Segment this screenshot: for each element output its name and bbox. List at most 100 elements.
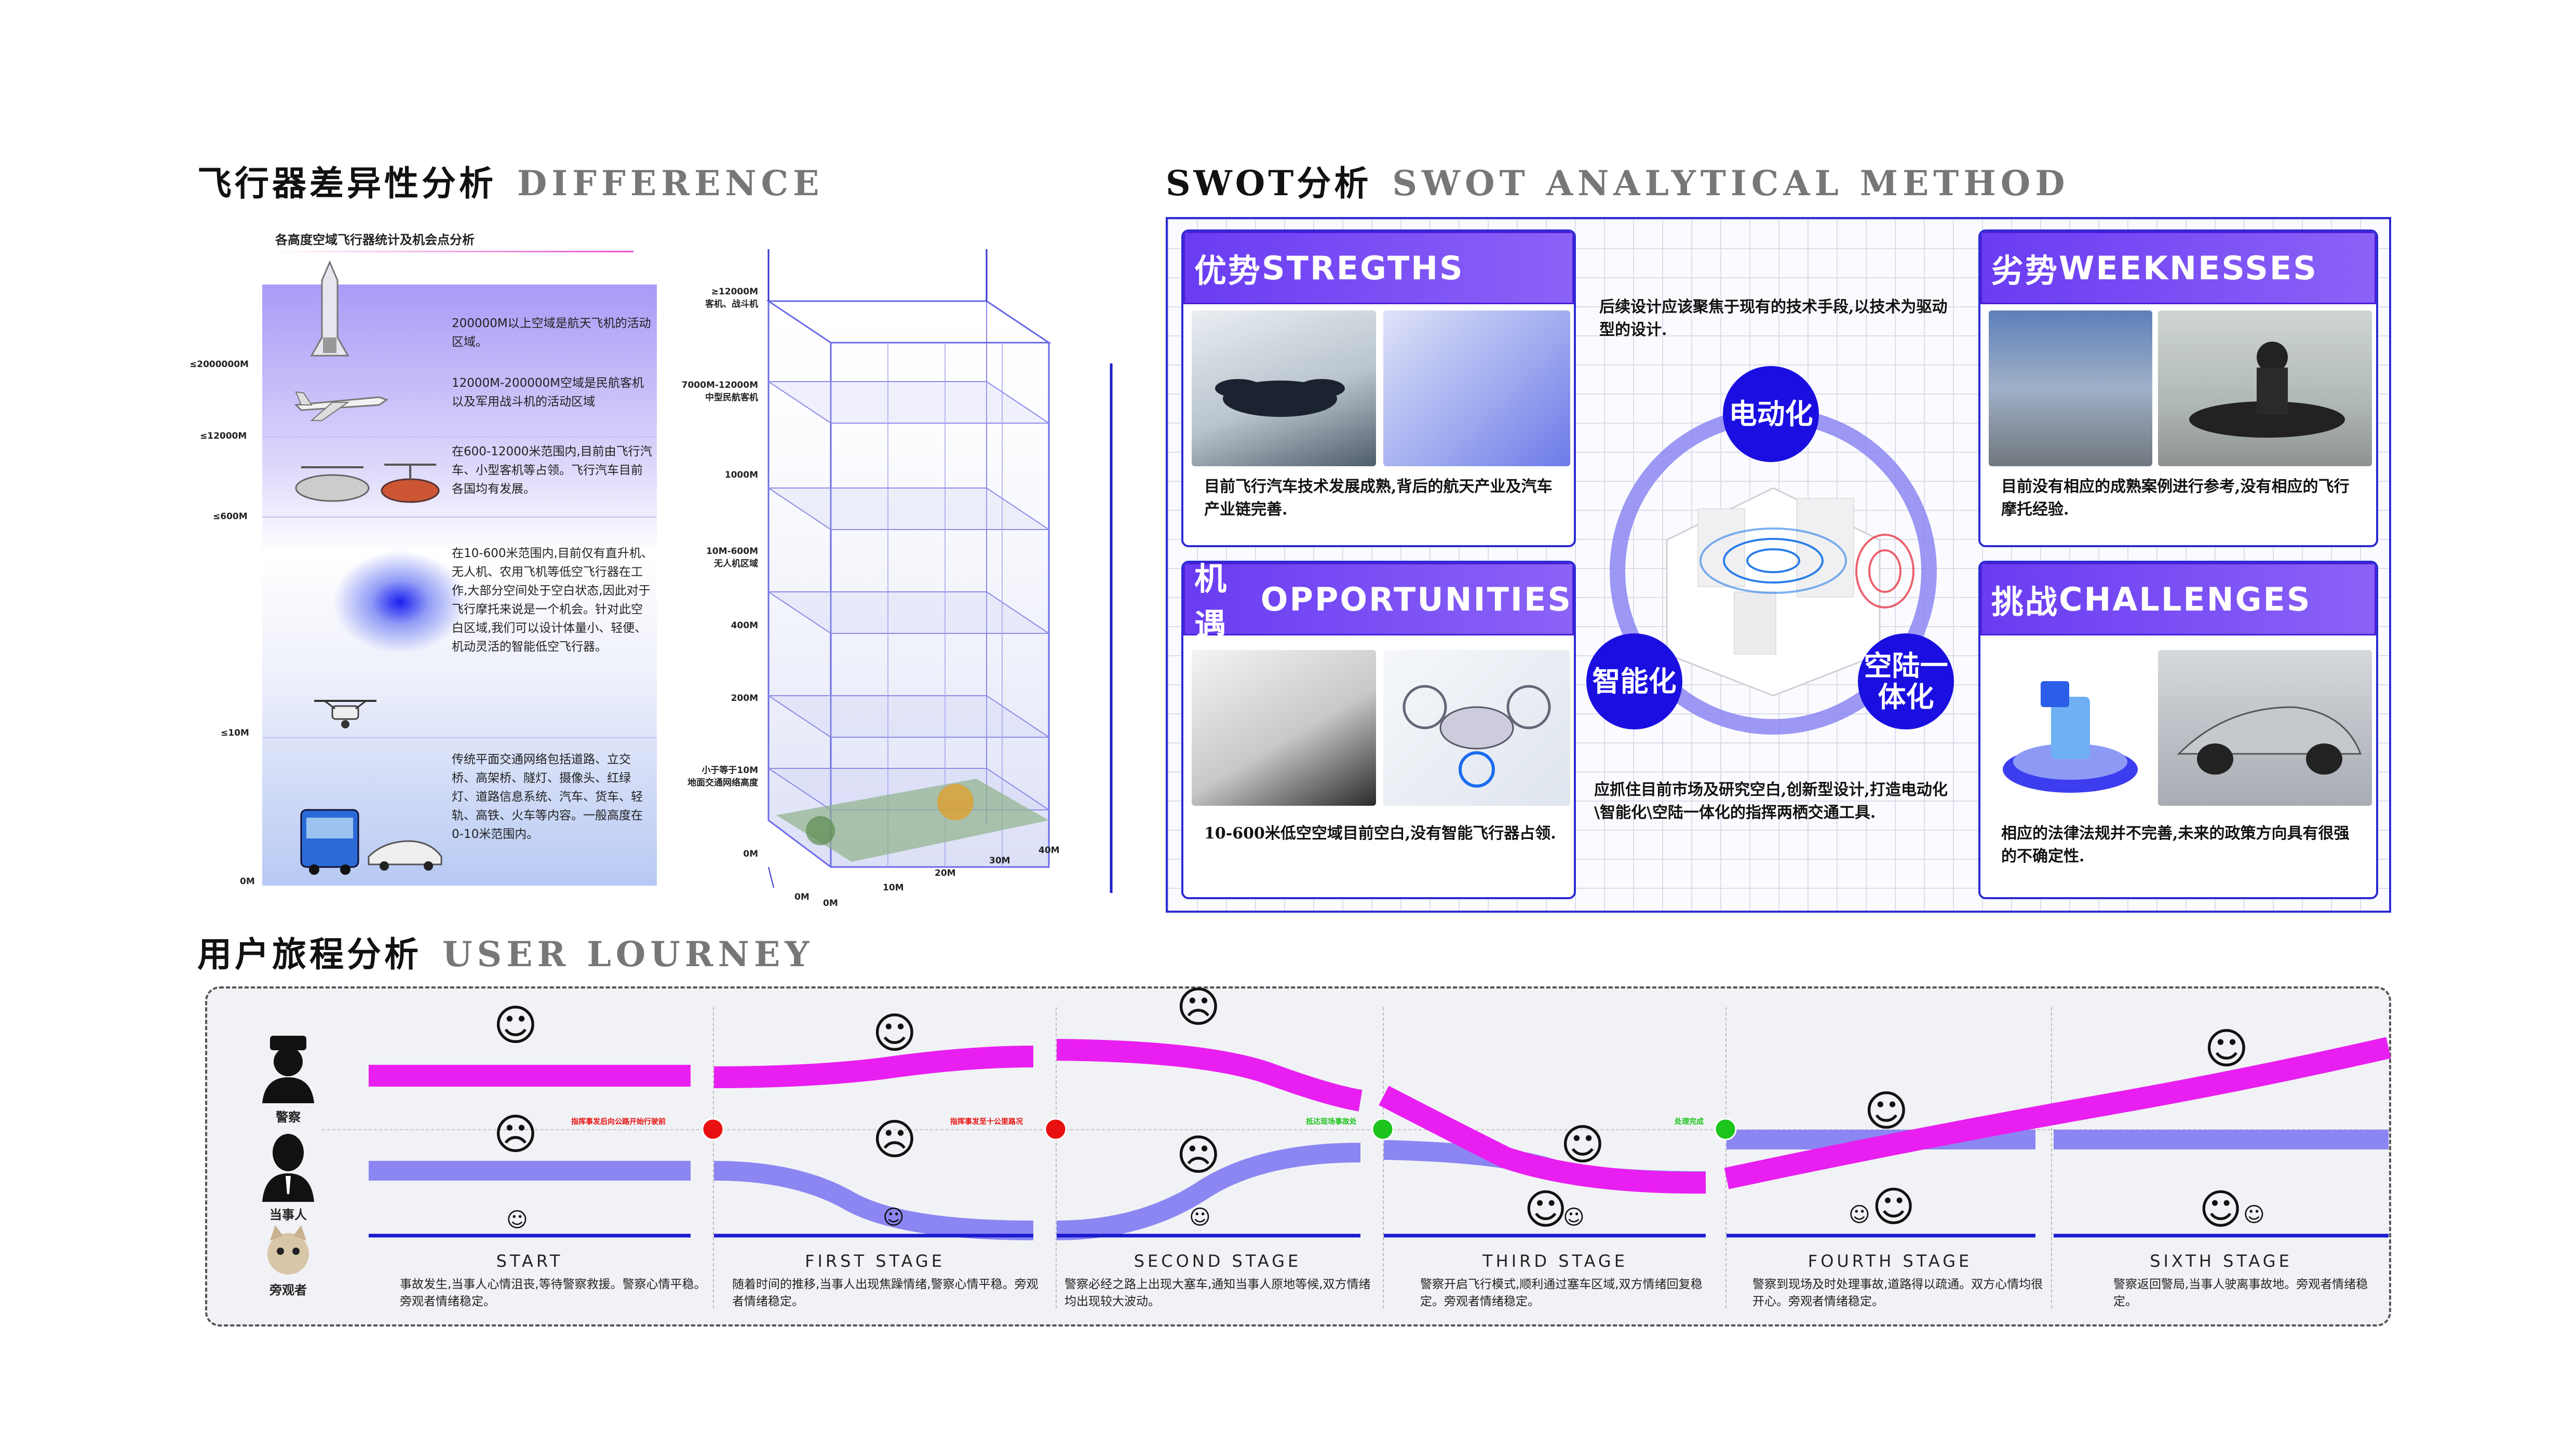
stage-label: THIRD STAGE bbox=[1482, 1251, 1628, 1271]
electrification-node: 电动化 bbox=[1723, 366, 1819, 462]
drone-icon bbox=[314, 700, 376, 728]
stage-divider bbox=[1056, 1007, 1057, 1308]
difference-title-en: DIFFERENCE bbox=[517, 163, 824, 204]
neutral-face-icon: ☺ bbox=[1864, 1087, 1909, 1136]
journey-title-cn: 用户旅程分析 bbox=[197, 934, 422, 974]
band-text-space: 200000M以上空域是航天飞机的活动区域。 bbox=[452, 317, 651, 349]
opportunities-text: 10-600米低空空域目前空白,没有智能飞行器占领. bbox=[1204, 824, 1556, 843]
role-label-observer: 旁观者 bbox=[269, 1283, 307, 1297]
future-city-photo bbox=[1383, 310, 1570, 466]
sad-face-icon: ☹ bbox=[872, 1115, 917, 1164]
swot-title: SWOT分析 SWOT ANALYTICAL METHOD bbox=[1166, 156, 2069, 206]
stage-description: 警察到现场及时处理事故,道路得以疏通。双方心情均很开心。旁观者情绪稳定。 bbox=[1752, 1278, 2043, 1308]
small-face-icon: ☺ bbox=[2243, 1203, 2265, 1227]
strengths-text: 目前飞行汽车技术发展成熟,背后的航天产业及汽车产业链完善. bbox=[1204, 478, 1553, 519]
base-tick: 0M bbox=[823, 898, 838, 909]
law-podium-icon bbox=[1989, 650, 2152, 806]
ground-vehicles-icon bbox=[300, 809, 442, 875]
swot-center-bottom-text: 应抓住目前市场及研究空白,创新型设计,打造电动化\智能化\空陆一体化的指挥两栖交… bbox=[1594, 781, 1948, 822]
altitude-tick: 0M bbox=[240, 876, 255, 887]
journey-title-en: USER LOURNEY bbox=[442, 934, 814, 974]
weaknesses-text: 目前没有相应的成熟案例进行参考,没有相应的飞行摩托经验. bbox=[2001, 478, 2350, 519]
event-label: 指挥事发至十公里路况 bbox=[950, 1118, 1023, 1126]
event-label: 指挥事发后向公路开始行驶前 bbox=[571, 1118, 666, 1126]
small-face-icon: ☺ bbox=[1189, 1206, 1211, 1229]
vehicle-detail-photo bbox=[1192, 650, 1376, 806]
altitude-tick: ≤10M bbox=[221, 728, 249, 738]
neutral-face-icon: ☺ bbox=[493, 1001, 538, 1050]
band-text-low-altitude: 在10-600米范围内,目前仅有直升机、无人机、农用飞机等低空飞行器在工作,大部… bbox=[452, 547, 653, 654]
role-label-party: 当事人 bbox=[269, 1208, 307, 1222]
altitude-tick: ≤600M bbox=[213, 511, 248, 522]
small-face-icon: ☺ bbox=[883, 1206, 905, 1229]
band-divider bbox=[262, 370, 657, 371]
opportunity-glow bbox=[332, 550, 467, 654]
small-face-icon: ☺ bbox=[1849, 1203, 1870, 1227]
difference-title-cn: 飞行器差异性分析 bbox=[197, 163, 496, 204]
stage-label: SIXTH STAGE bbox=[2150, 1251, 2292, 1271]
altitude-tick: ≤12000M bbox=[200, 431, 247, 441]
stage-description: 随着时间的推移,当事人出现焦躁情绪,警察心情平稳。旁观者情绪稳定。 bbox=[732, 1278, 1039, 1308]
band-divider bbox=[262, 517, 657, 518]
swot-center-diagram bbox=[1610, 408, 1937, 735]
neutral-face-icon: ☺ bbox=[872, 1009, 917, 1058]
sad-face-icon: ☹ bbox=[1176, 983, 1221, 1032]
tower-label: 0M bbox=[743, 849, 758, 859]
altitude-tower-diagram bbox=[766, 249, 1113, 893]
air-land-node: 空陆一体化 bbox=[1858, 633, 1954, 729]
drone-vehicle-photo bbox=[1383, 650, 1570, 806]
chart-title-underline bbox=[270, 251, 633, 252]
stage-description: 警察开启飞行模式,顺利通过塞车区域,双方情绪回复稳定。旁观者情绪稳定。 bbox=[1420, 1278, 1703, 1308]
police-avatar-icon bbox=[262, 1036, 314, 1103]
stage-description: 事故发生,当事人心情沮丧,等待警察救援。警察心情平稳。旁观者情绪稳定。 bbox=[400, 1278, 706, 1308]
concept-car-photo bbox=[2158, 650, 2372, 806]
difference-title: 飞行器差异性分析 DIFFERENCE bbox=[197, 156, 824, 206]
tower-label: 400M bbox=[731, 620, 758, 631]
stage-description: 警察返回警局,当事人驶离事故地。旁观者情绪稳定。 bbox=[2113, 1278, 2368, 1308]
flying-car-icon bbox=[295, 464, 440, 503]
angry-face-icon: ☹ bbox=[1176, 1131, 1221, 1180]
stage-divider bbox=[1383, 1007, 1384, 1308]
stage-description: 警察必经之路上出现大塞车,通知当事人原地等候,双方情绪均出现较大波动。 bbox=[1064, 1278, 1371, 1308]
tower-label: 1000M bbox=[724, 470, 758, 480]
stage-label: SECOND STAGE bbox=[1134, 1251, 1302, 1271]
observer-cat-icon bbox=[267, 1225, 309, 1275]
base-tick: 0M bbox=[794, 892, 810, 902]
stage-label: FOURTH STAGE bbox=[1808, 1251, 1973, 1271]
happy-face-icon: ☺ bbox=[1872, 1183, 1916, 1231]
stage-divider bbox=[2051, 1007, 2052, 1308]
base-tick: 30M bbox=[989, 856, 1010, 866]
airliner-icon bbox=[294, 391, 389, 421]
journey-title: 用户旅程分析 USER LOURNEY bbox=[197, 927, 814, 977]
small-face-icon: ☺ bbox=[1563, 1206, 1585, 1229]
stage-divider bbox=[1725, 1007, 1727, 1308]
flying-motorcycle-photo bbox=[2158, 310, 2372, 466]
altitude-tick: ≤2000000M bbox=[190, 359, 249, 370]
band-divider bbox=[262, 737, 657, 738]
emotion-baseline bbox=[322, 1129, 2389, 1130]
band-text-ground: 传统平面交通网络包括道路、立交桥、高架桥、隧灯、摄像头、红绿灯、道路信息系统、汽… bbox=[452, 753, 643, 841]
happy-face-icon: ☺ bbox=[2199, 1185, 2243, 1234]
challenges-text: 相应的法律法规并不完善,未来的政策方向具有很强的不确定性. bbox=[2001, 824, 2350, 865]
swot-title-cn: SWOT分析 bbox=[1166, 163, 1372, 204]
flying-car-concept-photo bbox=[1192, 310, 1376, 466]
swot-center-top-text: 后续设计应该聚焦于现有的技术手段,以技术为驱动型的设计. bbox=[1599, 298, 1948, 339]
event-label: 处理完成 bbox=[1675, 1118, 1704, 1126]
role-label-police: 警察 bbox=[276, 1110, 301, 1125]
swot-title-en: SWOT ANALYTICAL METHOD bbox=[1392, 163, 2070, 204]
happy-face-icon: ☺ bbox=[1524, 1185, 1568, 1234]
small-face-icon: ☺ bbox=[506, 1208, 528, 1232]
happy-face-icon: ☺ bbox=[1560, 1120, 1605, 1170]
happy-face-icon: ☺ bbox=[2204, 1024, 2249, 1074]
difference-chart-title: 各高度空域飞行器统计及机会点分析 bbox=[275, 233, 475, 247]
